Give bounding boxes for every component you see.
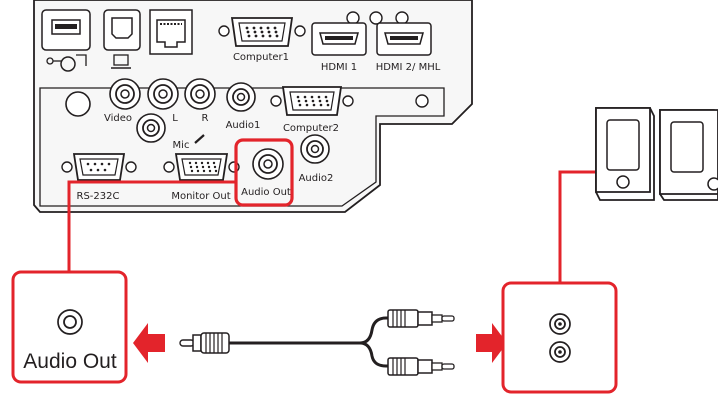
usb-symbol-icon (46, 54, 87, 72)
rs232c-label: RS-232C (77, 191, 120, 202)
indicator-icon (415, 94, 429, 108)
rca-jack-icon (252, 148, 284, 180)
vga-port-icon (270, 86, 354, 116)
rca-jack-icon (300, 134, 330, 164)
rca-jack-icon (109, 78, 141, 110)
rca-jack-icon (147, 78, 179, 110)
hdmi1-label: HDMI 1 (321, 62, 357, 73)
lan-port-icon (149, 9, 193, 55)
audio1-label: Audio1 (226, 120, 261, 131)
right-channel-label: R (202, 113, 209, 124)
left-channel-label: L (172, 113, 178, 124)
computer2-label: Computer2 (283, 123, 339, 134)
rca-jack-icon (184, 78, 216, 110)
microphone-icon (194, 134, 205, 144)
mini-plug-icon (179, 332, 230, 354)
stereo-cable-icon (179, 309, 455, 376)
speaker-icon (595, 107, 655, 201)
rca-jack-icon (549, 313, 571, 335)
monitor-out-label: Monitor Out (171, 191, 230, 202)
arrow-icon (133, 323, 165, 363)
vga-port-icon (163, 153, 240, 181)
audio-out-connector-line (67, 180, 236, 272)
kensington-slot-icon (65, 91, 91, 117)
rca-plug-icon (387, 309, 455, 328)
rca-jack-icon (226, 82, 256, 112)
computer-icon (111, 54, 131, 69)
rca-jack-icon (136, 113, 166, 143)
audio-out-callout: Audio Out (11, 270, 128, 384)
hdmi-port-icon (369, 11, 432, 56)
computer1-label: Computer1 (233, 52, 289, 63)
mic-label: Mic (173, 140, 190, 151)
projector-rear-panel: Computer1 HDMI 1 HDMI 2/ MHL (33, 0, 473, 213)
arrow-icon (476, 323, 507, 363)
speaker-connector-line (558, 170, 596, 283)
usb-b-port-icon (103, 9, 141, 51)
serial-port-icon (61, 153, 137, 181)
audio2-label: Audio2 (299, 173, 334, 184)
usb-a-port-icon (41, 9, 91, 51)
audio-out-label: Audio Out (241, 187, 291, 198)
vga-port-icon (218, 17, 306, 47)
speaker-icon (659, 109, 718, 201)
callout-label: Audio Out (23, 350, 117, 373)
hdmi2-mhl-label: HDMI 2/ MHL (376, 62, 441, 73)
rca-plug-icon (387, 357, 455, 376)
speaker-input-callout (501, 281, 618, 394)
video-label: Video (104, 113, 132, 124)
callout-connector (67, 170, 596, 283)
audio-jack-icon (57, 309, 83, 335)
audio-out-highlight (234, 138, 294, 207)
rca-jack-icon (549, 341, 571, 363)
panel-inner-recess (39, 87, 445, 207)
hdmi-port-icon (311, 11, 367, 56)
